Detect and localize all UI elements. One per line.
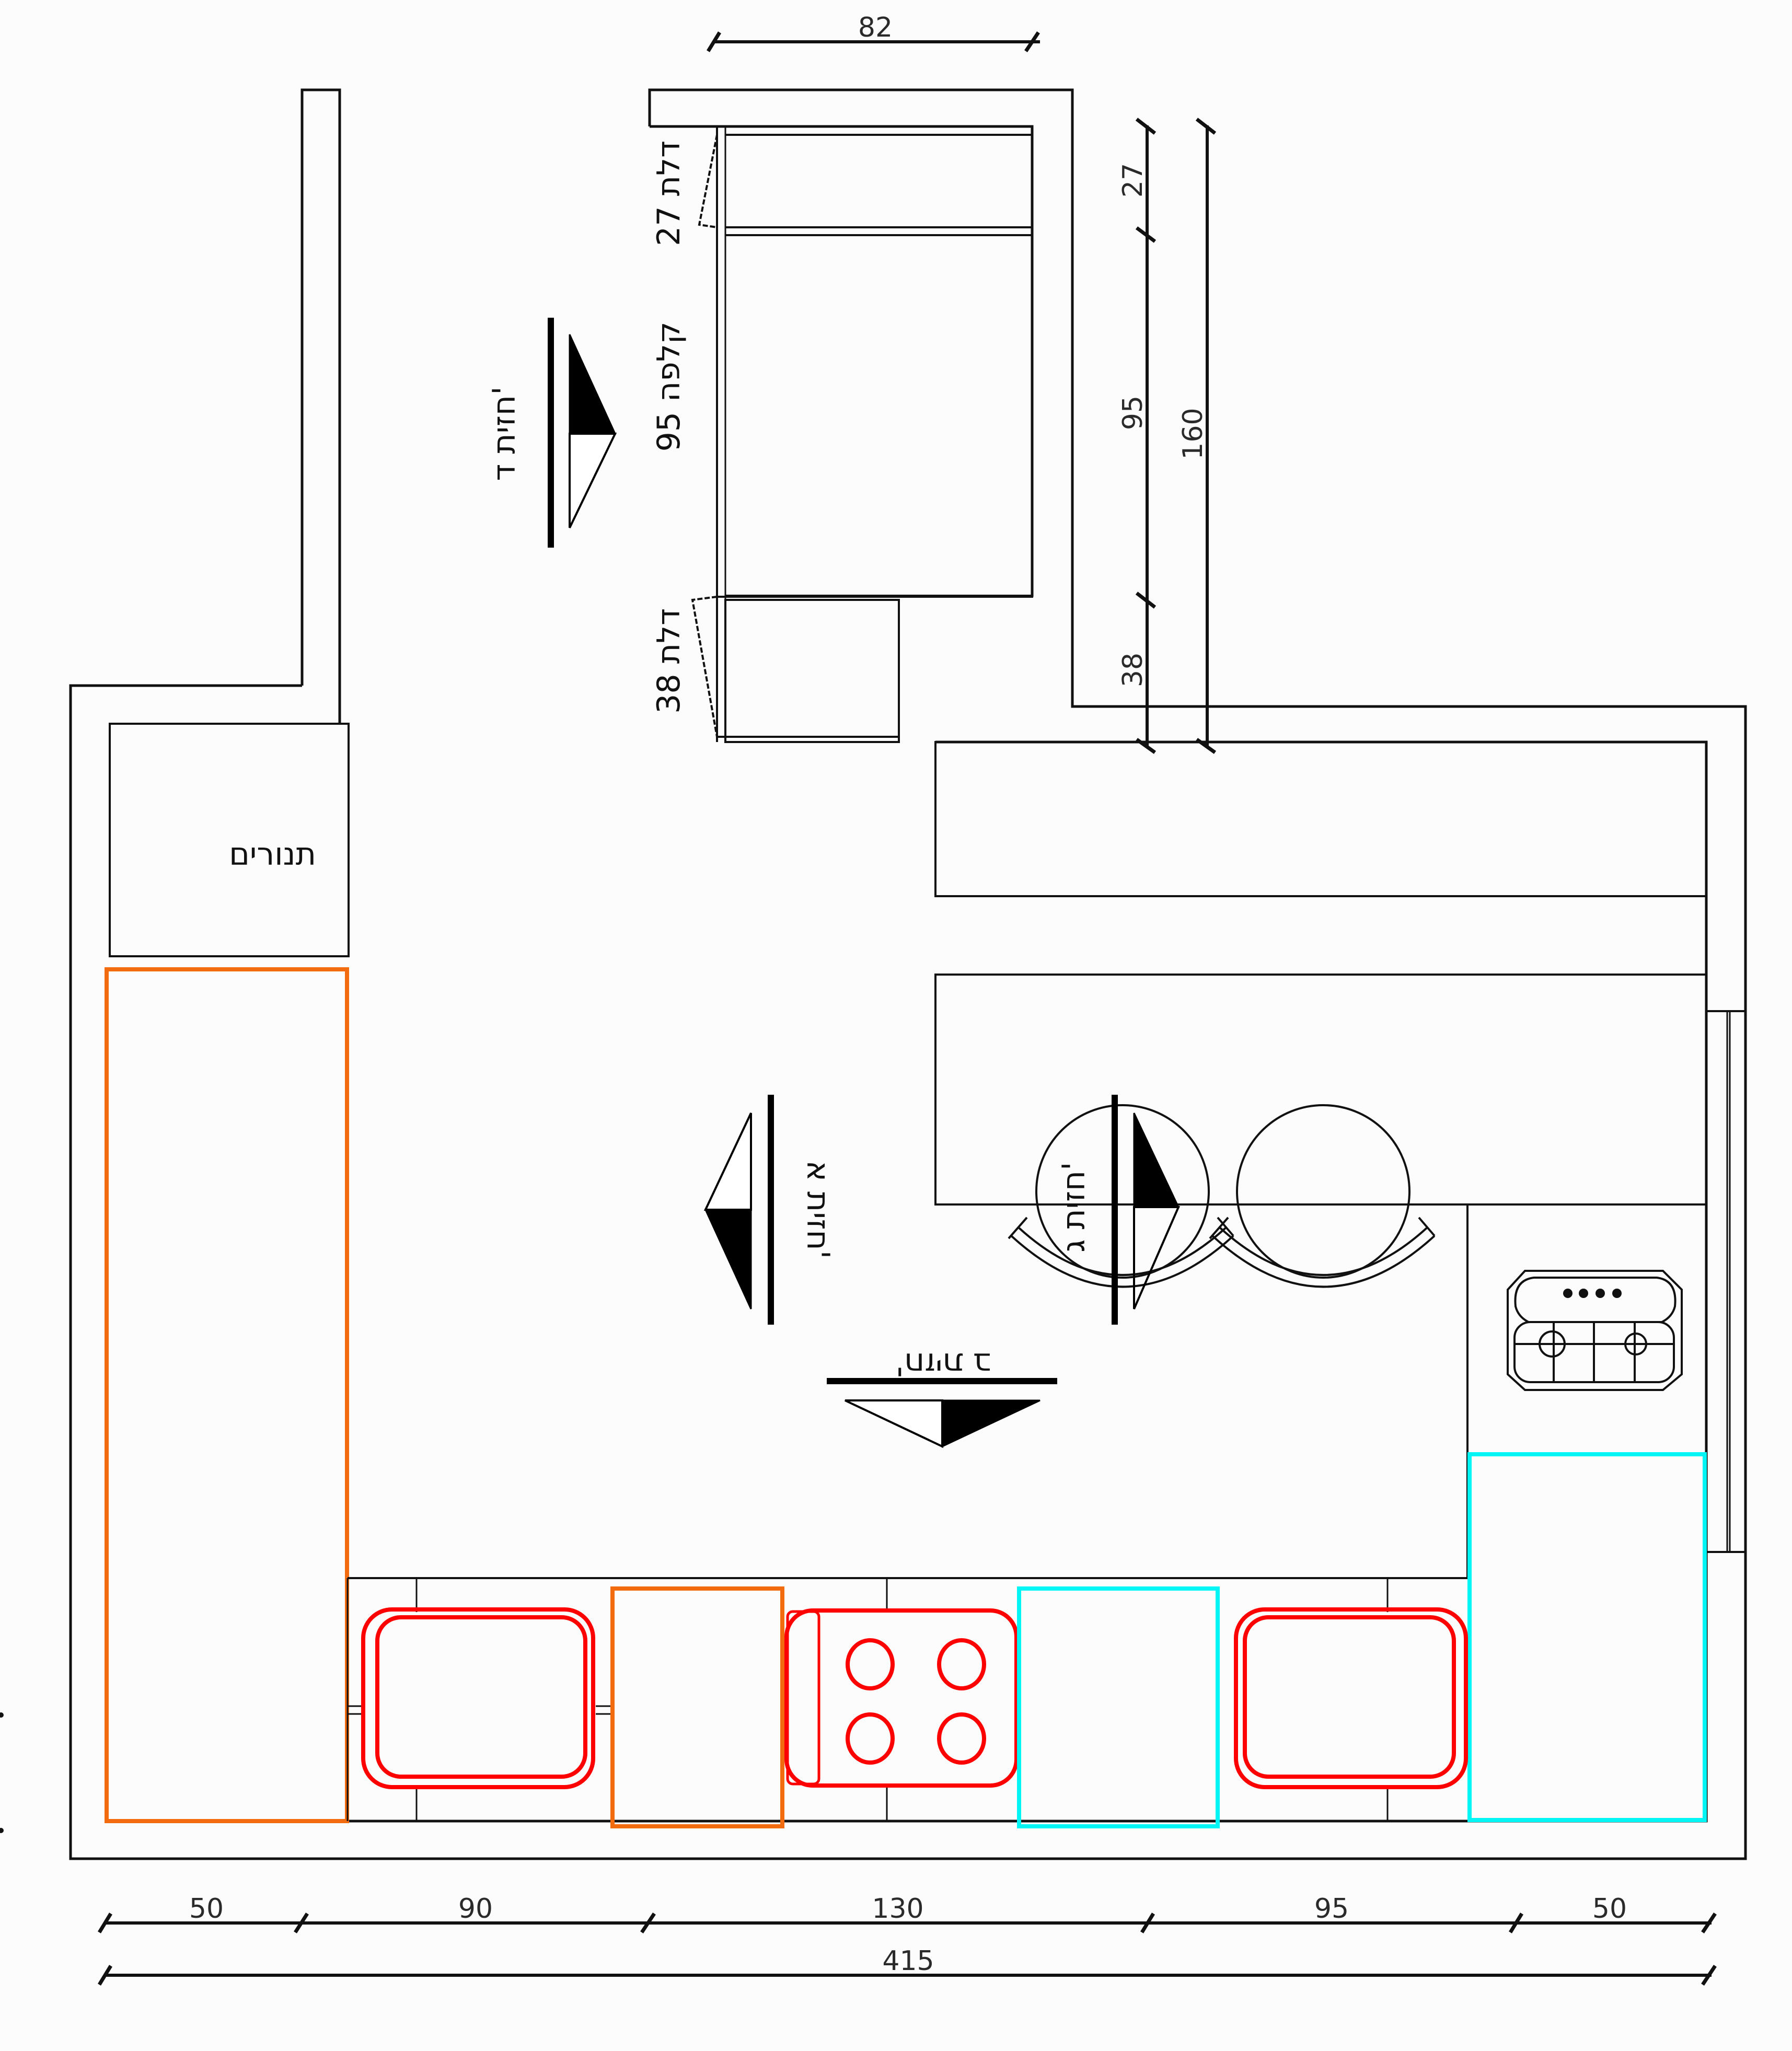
cooktop bbox=[784, 1608, 1019, 1788]
sink-left bbox=[361, 1607, 595, 1789]
dim-bottom-50: 50 bbox=[189, 1893, 224, 1925]
stool bbox=[1008, 1104, 1234, 1288]
knob bbox=[1612, 1289, 1622, 1298]
wall-left-stub bbox=[300, 88, 341, 724]
sink-right bbox=[1234, 1607, 1468, 1789]
dim-right-160: 160 bbox=[1177, 408, 1209, 459]
burner bbox=[846, 1712, 895, 1765]
pantry-unit bbox=[691, 125, 1033, 743]
door-27-label: דלת 27 bbox=[651, 141, 687, 246]
elevation-a-label: חזית א' bbox=[800, 1161, 836, 1259]
upper-counter bbox=[934, 741, 1707, 897]
dim-bottom-415: 415 bbox=[882, 1945, 934, 1977]
left-tall-units: תנורים bbox=[105, 723, 350, 1823]
section-marker-a: חזית א' bbox=[703, 1095, 836, 1325]
burner bbox=[937, 1638, 986, 1690]
dim-bottom-130: 130 bbox=[872, 1893, 923, 1925]
bottom-counter-run bbox=[346, 1577, 1467, 1821]
tall-unit-orange-middle bbox=[610, 1586, 784, 1828]
ovens-cabinet bbox=[109, 723, 350, 957]
section-marker-d: חזית ד' bbox=[486, 318, 617, 548]
section-marker-b: חזית ב' bbox=[827, 1346, 1057, 1449]
door-swing-38 bbox=[691, 596, 718, 737]
elevation-d-label: חזית ד' bbox=[486, 386, 523, 481]
edge-mark bbox=[0, 1712, 4, 1718]
door-38-label: דלת 38 bbox=[651, 608, 687, 714]
dim-right-95: 95 bbox=[1117, 396, 1149, 430]
elevation-c-label: חזית ג' bbox=[1056, 1162, 1092, 1252]
door-swing-27 bbox=[698, 134, 718, 228]
edge-mark bbox=[0, 1828, 4, 1833]
dim-top-82: 82 bbox=[858, 12, 893, 43]
elevation-b-label: חזית ב' bbox=[895, 1346, 991, 1382]
pantry-body bbox=[716, 125, 1033, 598]
tall-unit-cyan-middle bbox=[1017, 1586, 1220, 1828]
dim-right-27: 27 bbox=[1117, 163, 1149, 198]
dim-bottom-50b: 50 bbox=[1592, 1893, 1627, 1925]
burner bbox=[937, 1712, 986, 1765]
lower-pantry-cabinet bbox=[724, 599, 900, 743]
window bbox=[1705, 1010, 1747, 1553]
knob bbox=[1579, 1289, 1588, 1298]
ovens-label: תנורים bbox=[229, 836, 316, 873]
gas-hob bbox=[1507, 1270, 1683, 1391]
dimension-right: 27 95 38 160 bbox=[1117, 118, 1217, 754]
burner bbox=[1539, 1330, 1566, 1358]
tall-unit-orange-left bbox=[105, 967, 349, 1823]
knob bbox=[1596, 1289, 1605, 1298]
burner bbox=[1624, 1332, 1647, 1355]
burner bbox=[846, 1638, 895, 1690]
stools bbox=[1008, 1104, 1436, 1288]
stool bbox=[1209, 1104, 1436, 1288]
dimension-top: 82 bbox=[707, 12, 1040, 52]
right-counters bbox=[934, 741, 1747, 1578]
dim-bottom-95: 95 bbox=[1314, 1893, 1349, 1925]
island-counter bbox=[934, 974, 1707, 1206]
section-marker-c: חזית ג' bbox=[1056, 1095, 1181, 1325]
tall-unit-cyan-right bbox=[1467, 1452, 1707, 1822]
wall-right-inner bbox=[348, 740, 1708, 1823]
knob bbox=[1563, 1289, 1573, 1298]
dimension-bottom: 50 90 130 95 50 415 bbox=[98, 1893, 1717, 1986]
dim-bottom-90: 90 bbox=[458, 1893, 493, 1925]
dim-right-38: 38 bbox=[1117, 653, 1149, 687]
wall-pantry-top bbox=[650, 125, 1034, 597]
pantry-labels: דלת 27 קלפה 95 דלת 38 bbox=[651, 141, 687, 714]
shell-95-label: קלפה 95 bbox=[651, 322, 687, 452]
wall-outer bbox=[69, 88, 1747, 1860]
